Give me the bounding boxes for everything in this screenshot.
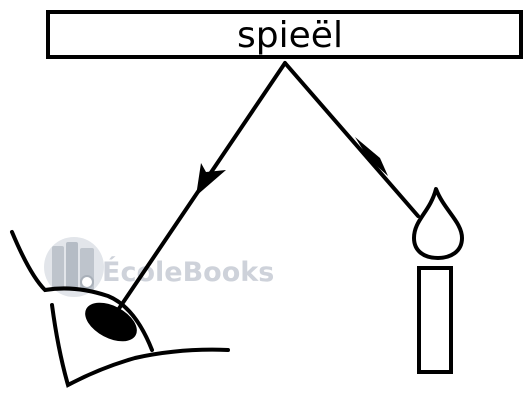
mirror-label: spieël xyxy=(237,15,343,56)
incident-ray xyxy=(285,63,418,216)
mirror: spieël xyxy=(48,12,521,57)
candle-icon xyxy=(414,189,462,372)
eye-pupil xyxy=(79,295,143,350)
incident-arrow-icon xyxy=(355,137,388,176)
candle-body xyxy=(419,268,451,372)
watermark-text: ÉcoleBooks xyxy=(102,256,274,288)
reflected-arrow-icon xyxy=(196,163,226,196)
eye-lower-lid xyxy=(52,305,228,385)
candle-flame xyxy=(414,189,462,258)
